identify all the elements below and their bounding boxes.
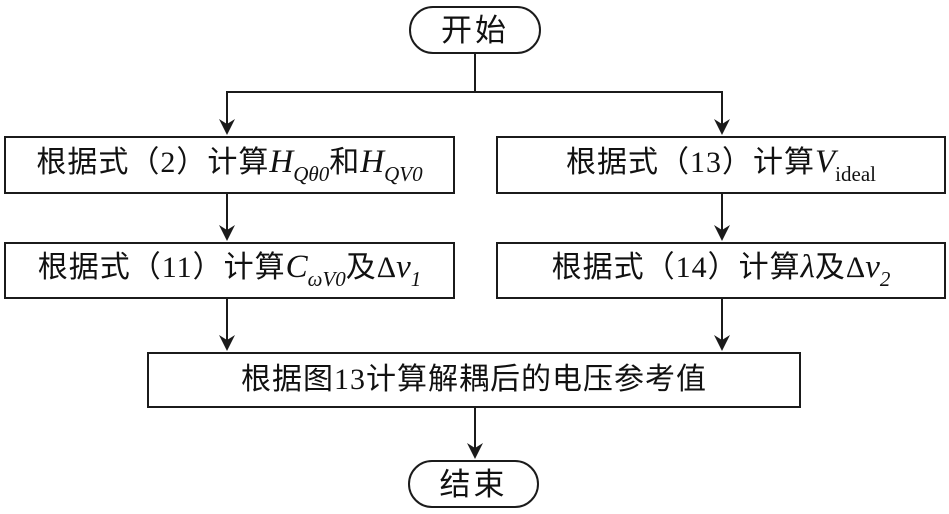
box-text: 及 <box>814 251 846 284</box>
arrow-head-icon <box>219 119 235 135</box>
end-terminal: 结束 <box>408 460 539 508</box>
box-text: 及 <box>345 251 377 284</box>
box-text: 根据式（13）计算 <box>566 145 815 179</box>
end-label: 结束 <box>439 466 508 502</box>
math-var: H <box>269 143 294 180</box>
math-var: V <box>815 143 836 180</box>
start-terminal: 开始 <box>409 6 541 54</box>
arrow-head-icon <box>714 335 730 351</box>
math-subscript: 1 <box>410 267 422 291</box>
box-text: 根据图13计算解耦后的电压参考值 <box>241 363 707 396</box>
process-box-calc-lambda: 根据式（14）计算λ及Δv2 <box>496 242 946 299</box>
start-label: 开始 <box>441 12 509 48</box>
arrow-head-icon <box>219 225 235 241</box>
arrow-head-icon <box>219 335 235 351</box>
box-text: 根据式（14）计算 <box>551 251 801 284</box>
box-text: 根据式（11）计算 <box>37 251 286 284</box>
math-var: v <box>865 249 880 285</box>
math-delta: Δ <box>376 251 397 284</box>
process-box-calc-c: 根据式（11）计算CωV0及Δv1 <box>4 242 455 299</box>
math-subscript: QV0 <box>384 161 423 186</box>
math-delta: Δ <box>845 251 866 284</box>
math-var: H <box>360 143 385 180</box>
process-box-merge: 根据图13计算解耦后的电压参考值 <box>147 352 801 408</box>
math-subscript: ωV0 <box>307 267 346 291</box>
box-text: 和 <box>329 145 361 179</box>
math-subscript: ideal <box>835 161 876 186</box>
arrow-head-icon <box>714 119 730 135</box>
process-box-calc-h: 根据式（2）计算HQθ0和HQV0 <box>4 136 455 194</box>
math-var: v <box>396 249 411 285</box>
math-var: λ <box>800 249 815 285</box>
math-var: C <box>285 249 308 285</box>
box-text: 根据式（2）计算 <box>36 145 270 179</box>
process-box-calc-videal: 根据式（13）计算Videal <box>496 136 946 194</box>
arrow-head-icon <box>714 225 730 241</box>
math-subscript: 2 <box>879 267 891 291</box>
arrow-head-icon <box>467 443 483 459</box>
math-subscript: Qθ0 <box>293 161 330 186</box>
